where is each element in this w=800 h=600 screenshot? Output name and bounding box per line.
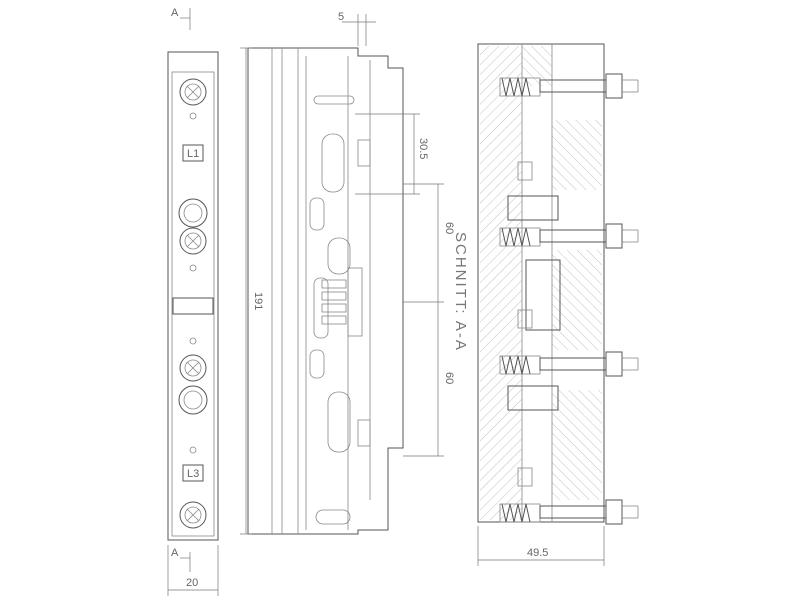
screw-terminal-4: [179, 501, 207, 529]
dimension-pitch-upper: 60: [443, 222, 455, 234]
contact-bridge: [507, 195, 559, 221]
contact-pin: [517, 161, 533, 181]
front-view: A A L1 L3: [167, 7, 219, 596]
section-view-outline: [477, 43, 605, 523]
terminal-label-box-l1: [182, 144, 204, 162]
terminal-label-box-l3: [182, 464, 204, 482]
contact-bridge: [507, 385, 559, 411]
latch: [347, 267, 363, 337]
section-marker-top: A: [171, 7, 179, 19]
screw-terminal-3: [179, 354, 207, 382]
indicator-dot: [189, 337, 197, 345]
dimension-offset-top: 5: [338, 11, 344, 23]
latch: [357, 419, 371, 447]
slot: [327, 237, 351, 275]
screw-assembly-1: [499, 73, 639, 99]
label-window: [172, 297, 214, 315]
side-view-outline: [247, 47, 404, 535]
slot: [313, 95, 355, 105]
dimension-depth-section: 49.5: [527, 547, 548, 559]
screw-assembly-2: [499, 223, 639, 249]
slot: [321, 133, 345, 193]
terminal-label-l3: L3: [187, 468, 199, 480]
contact-pin: [517, 467, 533, 487]
indicator-dot: [189, 112, 197, 120]
indicator-dot: [189, 264, 197, 272]
side-view: 5 191 30.5 60 60: [240, 11, 455, 535]
slot: [309, 349, 325, 379]
section-view: 49.5: [477, 43, 639, 566]
push-button-1: [178, 198, 208, 228]
contact-pin: [517, 309, 533, 329]
slot: [309, 197, 325, 231]
screw-assembly-3: [499, 351, 639, 377]
dimension-pitch-lower: 60: [443, 372, 455, 384]
front-view-outline: [167, 51, 219, 541]
push-button-2: [178, 385, 208, 415]
dimension-pitch-small: 30.5: [417, 138, 429, 159]
section-marker-bottom: A: [171, 547, 179, 559]
slot: [327, 391, 351, 453]
slot: [315, 509, 351, 525]
dimension-width-front: 20: [186, 577, 198, 589]
section-title: SCHNITT: A-A: [452, 232, 469, 352]
terminal-label-l1: L1: [187, 148, 199, 160]
screw-terminal-1: [179, 78, 207, 106]
indicator-dot: [189, 446, 197, 454]
latch: [357, 139, 371, 167]
dimension-height-total: 191: [252, 292, 264, 310]
slot: [313, 277, 329, 339]
front-view-inner-frame: [171, 71, 215, 537]
contact-chamber: [525, 259, 561, 331]
screw-terminal-2: [179, 227, 207, 255]
screw-assembly-4: [499, 499, 639, 525]
